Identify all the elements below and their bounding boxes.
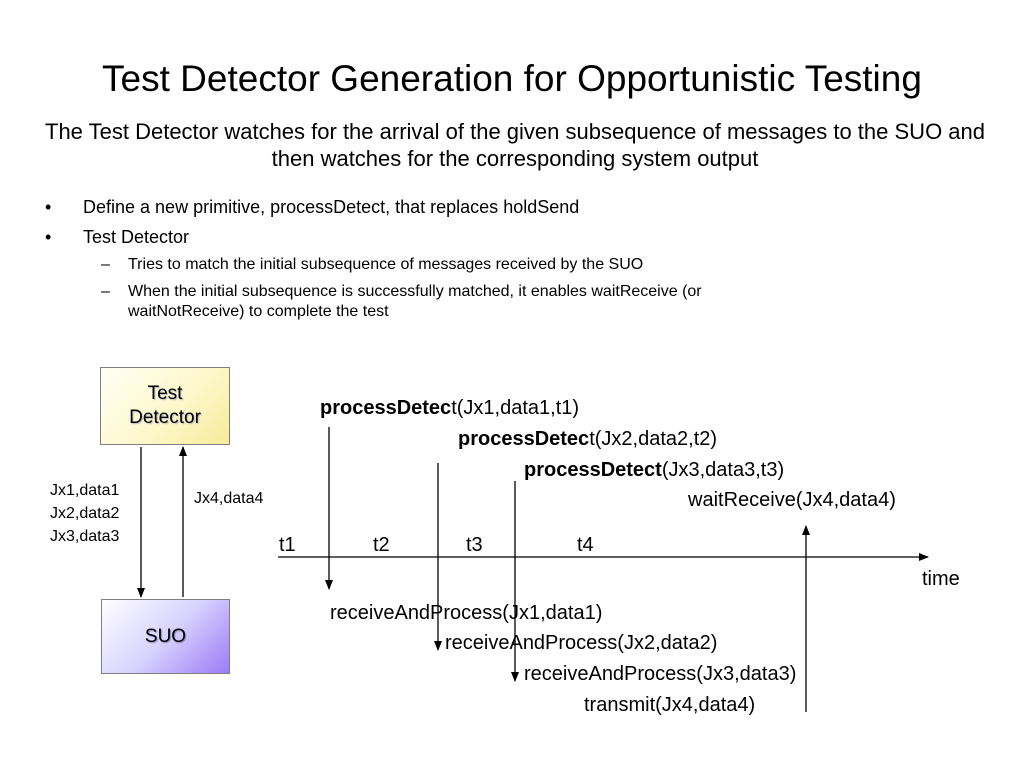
process-detect-1: processDetect(Jx1,data1,t1) (320, 397, 580, 419)
bullet-define-primitive: Define a new primitive, processDetect, t… (83, 197, 580, 217)
suo-label: SUO (144, 625, 187, 647)
tick-t4: t4 (577, 534, 594, 556)
slide-subtitle: The Test Detector watches for the arriva… (45, 119, 985, 171)
subbullet-enable-line1: When the initial subsequence is successf… (128, 283, 702, 300)
receive-and-process-3: receiveAndProcess(Jx3,data3) (524, 663, 797, 685)
down-label-jx3: Jx3,data3 (50, 528, 120, 545)
process-detect-2: processDetect(Jx2,data2,t2) (458, 428, 718, 450)
bullet-marker: • (45, 197, 52, 217)
slide-title: Test Detector Generation for Opportunist… (102, 58, 922, 99)
up-label-jx4: Jx4,data4 (194, 490, 264, 507)
down-label-jx2: Jx2,data2 (50, 505, 120, 522)
wait-receive: waitReceive(Jx4,data4) (688, 489, 896, 511)
bullet-test-detector: Test Detector (83, 227, 190, 247)
axis-label-time: time (922, 568, 960, 590)
process-detect-3: processDetect(Jx3,data3,t3) (524, 459, 785, 481)
test-detector-label-line1: Test (147, 383, 183, 404)
test-detector-box: Test Detector (100, 367, 230, 445)
transmit: transmit(Jx4,data4) (584, 694, 756, 716)
subbullet-dash: – (101, 256, 110, 273)
receive-and-process-1: receiveAndProcess(Jx1,data1) (330, 602, 603, 624)
test-detector-label-line2: Detector (129, 407, 201, 428)
tick-t2: t2 (373, 534, 390, 556)
receive-and-process-2: receiveAndProcess(Jx2,data2) (445, 632, 718, 654)
subbullet-match: Tries to match the initial subsequence o… (128, 256, 644, 273)
tick-t3: t3 (466, 534, 483, 556)
bullet-marker: • (45, 227, 52, 247)
subbullet-dash: – (101, 283, 110, 300)
suo-box: SUO (101, 599, 230, 674)
tick-t1: t1 (279, 534, 296, 556)
subbullet-enable-line2: waitNotReceive) to complete the test (128, 303, 389, 320)
down-label-jx1: Jx1,data1 (50, 482, 120, 499)
